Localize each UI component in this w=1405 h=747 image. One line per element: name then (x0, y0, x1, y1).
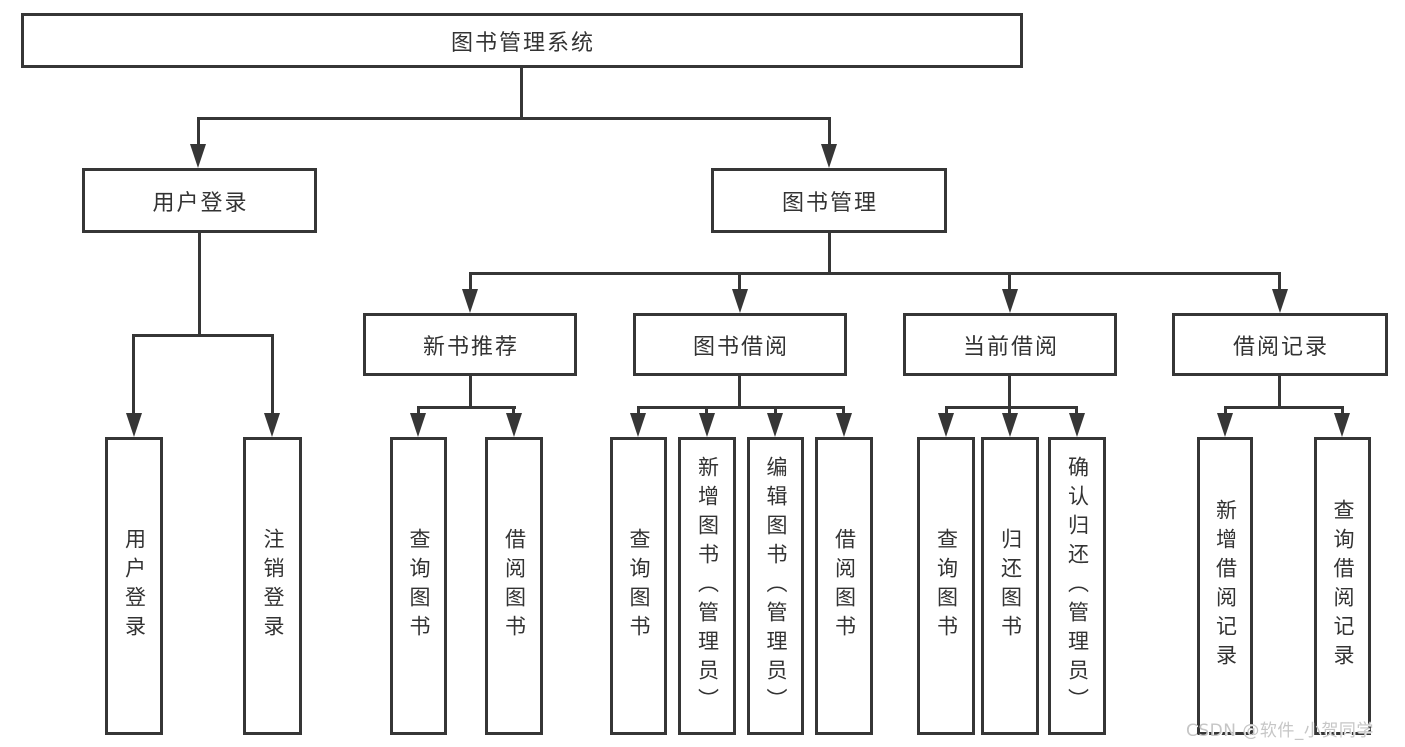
edge-line (774, 406, 777, 418)
node-borrowing-borrow-books: 借阅图书 (815, 437, 873, 735)
node-current-query-books: 查询图书 (917, 437, 975, 735)
node-borrowing-add-books-admin: 新增图书（管理员） (678, 437, 736, 735)
node-label: 新书推荐 (422, 334, 519, 360)
edge-arrowhead (821, 144, 837, 168)
edge-arrowhead (732, 289, 748, 313)
edge-line (1278, 376, 1281, 409)
node-label: 查询图书 (934, 528, 959, 644)
edge-arrowhead (264, 413, 280, 437)
edge-line (842, 406, 845, 418)
node-label: 新增图书（管理员） (695, 455, 720, 717)
edge-arrowhead (836, 413, 852, 437)
node-label: 查询图书 (627, 528, 651, 644)
node-user-login-action: 用户登录 (105, 437, 163, 735)
edge-arrowhead (1334, 413, 1350, 437)
edge-line (1008, 272, 1011, 292)
edge-arrowhead (938, 413, 954, 437)
edge-arrowhead (630, 413, 646, 437)
edge-arrowhead (1002, 413, 1018, 437)
edge-line (1278, 272, 1281, 292)
edge-arrowhead (1272, 289, 1288, 313)
node-book-management: 图书管理 (711, 168, 947, 233)
node-new-book-recommendation: 新书推荐 (363, 313, 577, 376)
node-user-login: 用户登录 (82, 168, 317, 233)
edge-line (197, 117, 831, 120)
node-newbook-query-books: 查询图书 (390, 437, 447, 735)
edge-line (738, 272, 741, 292)
edge-line (417, 406, 420, 418)
edge-arrowhead (1069, 413, 1085, 437)
node-label: 归还图书 (998, 528, 1023, 644)
node-label: 用户登录 (122, 528, 147, 644)
edge-line (637, 406, 640, 418)
node-borrowing-records: 借阅记录 (1172, 313, 1388, 376)
node-label: 图书借阅 (692, 334, 789, 360)
node-borrowing-query-books: 查询图书 (610, 437, 667, 735)
node-borrowing-edit-books-admin: 编辑图书（管理员） (747, 437, 804, 735)
node-label: 注销登录 (261, 528, 285, 644)
edge-arrowhead (462, 289, 478, 313)
node-label: 新增借阅记录 (1213, 499, 1238, 673)
edge-arrowhead (699, 413, 715, 437)
node-label: 借阅图书 (502, 528, 527, 644)
node-library-management-system: 图书管理系统 (21, 13, 1023, 68)
node-label: 借阅记录 (1232, 334, 1329, 360)
edge-line (198, 233, 201, 336)
edge-line (520, 68, 523, 120)
node-current-return-books: 归还图书 (981, 437, 1039, 735)
edge-line (469, 272, 1281, 275)
edge-arrowhead (410, 413, 426, 437)
edge-line (1224, 406, 1343, 409)
node-newbook-borrow-books: 借阅图书 (485, 437, 543, 735)
edge-arrowhead (190, 144, 206, 168)
edge-arrowhead (126, 413, 142, 437)
node-label: 查询图书 (407, 528, 431, 644)
edge-line (945, 406, 948, 418)
edge-arrowhead (1002, 289, 1018, 313)
edge-line (1075, 406, 1078, 418)
node-label: 图书管理 (781, 190, 878, 216)
edge-line (1341, 406, 1344, 418)
edge-line (1008, 406, 1011, 418)
edge-line (945, 406, 1078, 409)
edge-line (271, 334, 274, 416)
node-records-add-borrow-record: 新增借阅记录 (1197, 437, 1253, 735)
edge-arrowhead (506, 413, 522, 437)
edge-line (469, 272, 472, 292)
edge-line (197, 117, 200, 147)
node-label: 确认归还（管理员） (1065, 455, 1090, 717)
edge-line (828, 117, 831, 147)
node-label: 当前借阅 (962, 334, 1059, 360)
edge-line (705, 406, 708, 418)
edge-arrowhead (1217, 413, 1233, 437)
edge-line (469, 376, 472, 409)
edge-line (637, 406, 845, 409)
csdn-watermark: CSDN @软件_小贺同学 (1186, 721, 1374, 741)
edge-line (1008, 376, 1011, 409)
node-label: 用户登录 (152, 190, 249, 216)
node-book-borrowing: 图书借阅 (633, 313, 847, 376)
edge-arrowhead (767, 413, 783, 437)
edge-line (417, 406, 516, 409)
edge-line (132, 334, 274, 337)
edge-line (512, 406, 515, 418)
edge-line (738, 376, 741, 409)
edge-line (132, 334, 135, 416)
node-current-borrowing: 当前借阅 (903, 313, 1117, 376)
edge-line (828, 233, 831, 274)
node-label: 编辑图书（管理员） (764, 455, 788, 717)
node-logout-action: 注销登录 (243, 437, 302, 735)
node-records-query-borrow-record: 查询借阅记录 (1314, 437, 1371, 735)
node-label: 借阅图书 (832, 528, 857, 644)
node-label: 图书管理系统 (450, 30, 595, 56)
edge-line (1224, 406, 1227, 418)
node-current-confirm-return-admin: 确认归还（管理员） (1048, 437, 1106, 735)
node-label: 查询借阅记录 (1331, 499, 1355, 673)
